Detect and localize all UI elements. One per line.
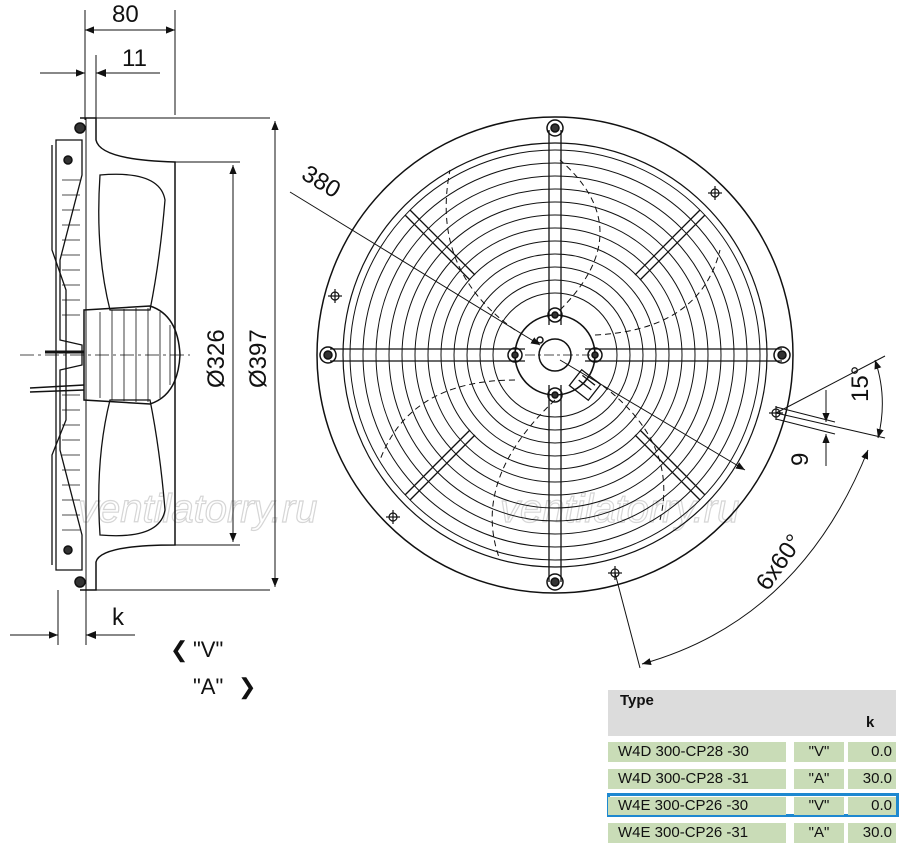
row-k: 30.0: [848, 823, 896, 843]
dim-bolt-circle: 380: [297, 160, 345, 204]
dim-k: k: [112, 604, 125, 631]
view-v-arrow: ❮: [170, 637, 188, 663]
table-row[interactable]: W4D 300-CP28 -30 "V" 0.0: [608, 740, 898, 762]
dim-hole-size: 9: [787, 453, 814, 466]
table-row[interactable]: W4E 300-CP26 -31 "A" 30.0: [608, 821, 898, 843]
table-row[interactable]: W4D 300-CP28 -31 "A" 30.0: [608, 767, 898, 789]
view-a-label: "A": [193, 674, 223, 699]
dim-inner-diameter: Ø326: [203, 329, 230, 388]
dim-flange: 11: [122, 45, 147, 72]
row-version: "V": [794, 797, 844, 815]
row-version: "A": [794, 769, 844, 789]
view-v-label: "V": [193, 637, 223, 662]
row-k: 0.0: [848, 797, 896, 815]
row-version: "V": [794, 742, 844, 762]
header-k: k: [866, 714, 875, 731]
header-type: Type: [620, 692, 654, 709]
row-k: 30.0: [848, 769, 896, 789]
table-row-selected[interactable]: W4E 300-CP26 -30 "V" 0.0: [607, 793, 899, 817]
row-type: W4D 300-CP28 -30: [608, 742, 786, 762]
side-view: [10, 10, 279, 645]
table-header: Type k: [608, 690, 896, 736]
view-a-arrow: ❯: [238, 674, 256, 700]
watermark-left: ventilatorry.ru: [78, 487, 317, 531]
row-version: "A": [794, 823, 844, 843]
row-type: W4E 300-CP26 -30: [608, 797, 786, 815]
dim-outer-diameter: Ø397: [245, 329, 272, 388]
row-k: 0.0: [848, 742, 896, 762]
dim-angle-offset: 15°: [847, 366, 874, 402]
front-view: [289, 116, 886, 669]
dim-overall-depth: 80: [112, 1, 139, 28]
dim-angle-spacing: 6x60°: [751, 529, 808, 595]
row-type: W4D 300-CP28 -31: [608, 769, 786, 789]
row-type: W4E 300-CP26 -31: [608, 823, 786, 843]
